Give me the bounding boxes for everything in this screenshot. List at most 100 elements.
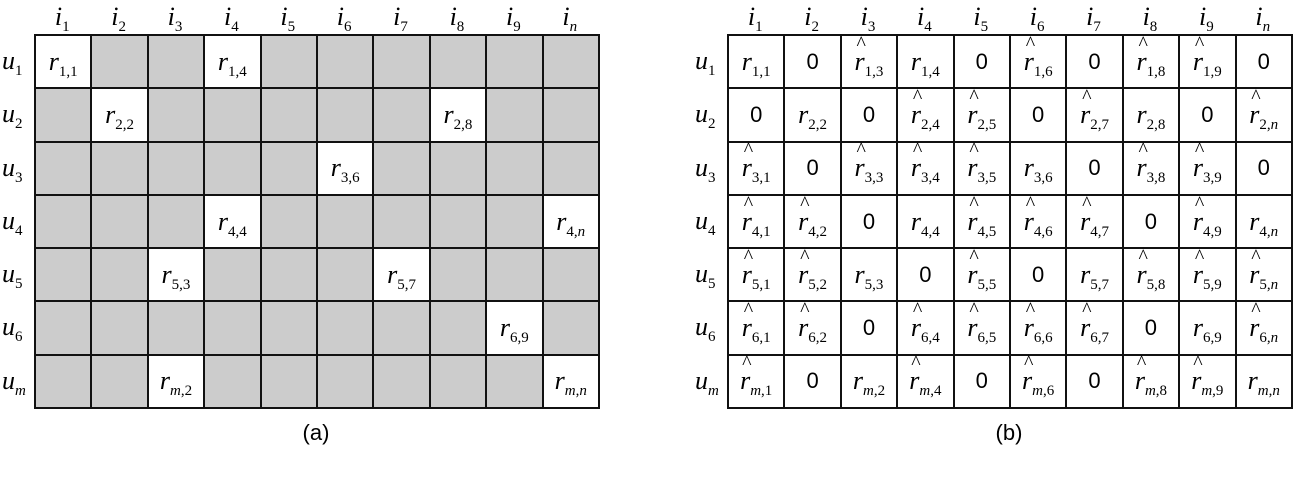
matrix-cell: ^r4,6	[1010, 193, 1068, 250]
matrix-cell: ^r5,5	[954, 246, 1011, 303]
matrix-cell	[261, 89, 318, 143]
matrix-cell: ^r5,2	[785, 246, 842, 303]
matrix-cell: 0	[1010, 89, 1068, 143]
matrix-cell	[374, 142, 431, 196]
matrix-cell	[543, 302, 600, 356]
matrix-cell	[148, 36, 206, 90]
matrix-cell	[317, 195, 375, 250]
matrix-cell	[261, 355, 318, 410]
matrix-cell	[36, 142, 93, 196]
matrix-cell: ^rm,6	[1010, 352, 1068, 410]
matrix-cell: ^r1,6	[1010, 33, 1068, 90]
matrix-cell: r5,3	[148, 249, 206, 303]
column-header-i3: i3	[860, 2, 876, 35]
matrix-cell	[487, 249, 544, 303]
matrix-cell: r2,2	[785, 89, 842, 143]
row-header-u6: u6	[695, 312, 716, 346]
column-header-i8: i8	[449, 2, 465, 35]
matrix-cell	[487, 355, 544, 410]
matrix-cell	[261, 142, 318, 196]
matrix-cell	[317, 249, 375, 303]
matrix-cell: 0	[1180, 89, 1237, 143]
matrix-cell	[36, 89, 93, 143]
matrix-cell	[543, 142, 600, 196]
matrix-cell: ^r2,n	[1236, 86, 1293, 143]
matrix-cell: 0	[1123, 302, 1181, 356]
matrix-cell	[430, 195, 488, 250]
matrix-cell: ^r3,4	[898, 139, 955, 196]
matrix-cell: 0	[841, 195, 899, 250]
matrix-cell: ^r2,4	[898, 86, 955, 143]
matrix-cell: 0	[785, 355, 842, 410]
matrix-cell: ^r4,5	[954, 193, 1011, 250]
matrix-cell: r6,9	[487, 302, 544, 356]
row-header-u6: u6	[2, 312, 23, 346]
matrix-cell: r4,4	[898, 195, 955, 250]
matrix-cell: 0	[1236, 36, 1293, 90]
matrix-cell: rm,n	[543, 355, 600, 410]
matrix-cell: 0	[1010, 249, 1068, 303]
matrix-cell	[374, 195, 431, 250]
matrix-cell: ^r3,8	[1123, 139, 1181, 196]
column-header-i4: i4	[917, 2, 932, 35]
matrix-cell: rm,n	[1236, 355, 1293, 410]
column-header-i3: i3	[167, 2, 183, 35]
matrix-cell: ^r4,7	[1067, 193, 1124, 250]
matrix-cell: ^r5,1	[729, 246, 786, 303]
column-header-i7: i7	[1086, 2, 1101, 35]
matrix-cell: ^r3,9	[1180, 139, 1237, 196]
matrix-cell	[430, 302, 488, 356]
matrix-cell	[430, 142, 488, 196]
matrix-cell: r1,1	[729, 36, 786, 90]
matrix-cell: ^r1,8	[1123, 33, 1181, 90]
matrix-cell: r3,6	[317, 142, 375, 196]
matrix-cell: ^r4,1	[729, 193, 786, 250]
row-header-u2: u2	[695, 99, 716, 133]
matrix-cell	[205, 249, 262, 303]
row-header-um: um	[2, 365, 26, 399]
matrix-cell: ^r6,n	[1236, 299, 1293, 356]
matrix-cell: ^r6,1	[729, 299, 786, 356]
matrix-cell: r2,8	[430, 89, 488, 143]
matrix-cell	[36, 355, 93, 410]
matrix-cell: ^r3,5	[954, 139, 1011, 196]
row-header-u5: u5	[695, 259, 716, 293]
matrix-cell	[148, 142, 206, 196]
matrix-cell: rm,2	[148, 355, 206, 410]
matrix-cell: r4,n	[543, 195, 600, 250]
row-header-u3: u3	[2, 152, 23, 186]
matrix-cell: 0	[954, 36, 1011, 90]
matrix-cell	[317, 302, 375, 356]
matrix-cell	[374, 302, 431, 356]
matrix-cell	[92, 195, 149, 250]
column-header-in: in	[562, 2, 578, 35]
matrix-cell	[92, 355, 149, 410]
matrix-cell: rm,2	[841, 355, 899, 410]
row-header-u1: u1	[695, 46, 716, 79]
matrix-cell	[205, 355, 262, 410]
matrix-cell: ^r5,n	[1236, 246, 1293, 303]
matrix-cell	[430, 36, 488, 90]
column-header-i7: i7	[393, 2, 408, 35]
matrix-cell	[374, 355, 431, 410]
column-header-i4: i4	[224, 2, 239, 35]
matrix-cell	[487, 142, 544, 196]
matrix-cell: ^r6,6	[1010, 299, 1068, 356]
matrix-cell: r4,n	[1236, 195, 1293, 250]
matrix-cell: ^r6,7	[1067, 299, 1124, 356]
matrix-cell	[205, 89, 262, 143]
matrix-cell: ^r4,9	[1180, 193, 1237, 250]
matrix-cell	[36, 249, 93, 303]
matrix-cell: 0	[785, 142, 842, 196]
matrix-cell	[148, 195, 206, 250]
matrix-cell	[92, 302, 149, 356]
column-header-i8: i8	[1142, 2, 1158, 35]
matrix-cell	[261, 195, 318, 250]
row-header-u4: u4	[2, 205, 23, 239]
matrix-cell	[374, 89, 431, 143]
matrix-cell	[487, 36, 544, 90]
column-header-i6: i6	[1029, 2, 1045, 35]
